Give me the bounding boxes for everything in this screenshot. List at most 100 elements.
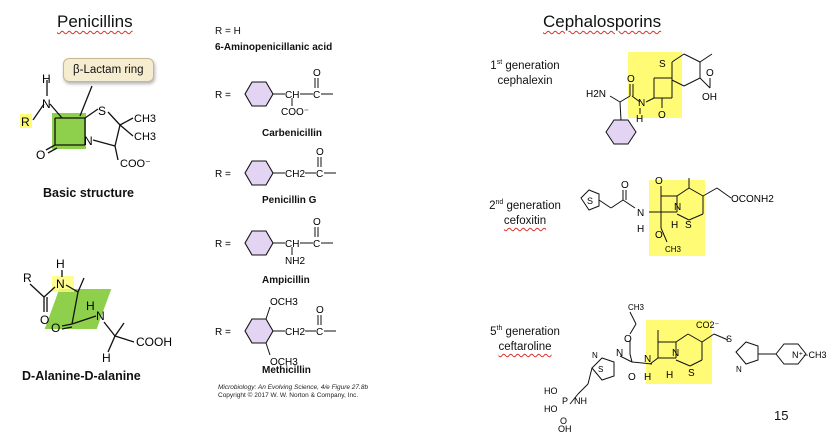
cefoxitin-o1: O [621,180,629,191]
dipeptide-o1: O [40,313,49,327]
cephalexin-oh: OH [702,92,717,103]
ceftaroline-p: P [562,396,568,406]
dipeptide-h3: H [102,351,111,365]
ceftaroline-n5: N [736,365,742,374]
cephalexin-drawing: H2N N H S O O O OH [586,53,717,145]
dipeptide-r: R [23,271,32,285]
penicillin-g-drawing: R = CH2 C O [215,147,336,186]
methicillin-och3-bottom: OCH3 [270,357,298,368]
ceftaroline-nh: NH [574,396,587,406]
dipeptide-h1: H [56,257,65,271]
cefoxitin-o3: O [655,230,663,241]
ceftaroline-n3: N [644,354,651,365]
ceftaroline-o2: O [628,372,636,383]
credit-line-2: Copyright © 2017 W. W. Norton & Company,… [218,392,359,399]
gen1-drug: cephalexin [497,74,553,87]
cefoxitin-n1: N [637,208,644,219]
dipeptide-o2: O [51,321,60,335]
penicillin-g-ch2: CH2 [285,169,305,180]
ceftaroline-h1: H [644,372,651,383]
dipeptide-caption: D-Alanine-D-alanine [22,369,141,383]
ceftaroline-co2: CO2⁻ [696,320,720,330]
beta-lactam-callout: β-Lactam ring [63,58,154,82]
ampicillin-ch: CH [285,239,299,250]
methicillin-structure: R = OCH3 CH2 C OCH3 O [215,293,365,373]
cefoxitin-core-highlight [649,180,705,256]
cefoxitin-n2: N [674,202,681,213]
cephalexin-benzene [605,119,637,145]
penicillin-basic-structure: H N R S N O CH3 CH3 COO⁻ [0,0,200,200]
basic-structure-caption: Basic structure [43,186,135,200]
dipeptide-structure: R H N O O N H H COOH [0,240,200,370]
penicillin-g-name: Penicillin G [262,195,317,206]
cephalexin-h2n: H2N [586,89,606,100]
cefoxitin-ch3: CH3 [665,245,682,254]
ceftaroline-s1: S [598,365,603,374]
ceftaroline-n2: N [592,351,598,360]
ceftaroline-s2: S [688,368,695,379]
page-number: 15 [774,408,789,423]
cephalexin-o2: O [658,110,666,121]
cefoxitin-h1: H [637,224,644,235]
cephalexin-h: H [636,114,643,125]
beta-lactam-ring-highlight [52,113,86,149]
ampicillin-benzene [244,230,274,256]
atom-n: N [42,97,51,111]
carbenicillin-o: O [313,68,321,79]
carbenicillin-name: Carbenicillin [262,128,323,139]
gen2-drug: cefoxitin [503,214,547,227]
cephalexin-o1: O [627,74,635,85]
ceftaroline-ho1: HO [544,386,558,396]
methicillin-c: C [316,327,323,338]
ceftaroline-ho2: HO [544,404,558,414]
gen5-line: 5th generation [490,325,560,338]
r-equals-h: R = H [215,26,241,37]
carbenicillin-ch: CH [285,90,299,101]
penicillin-g-c: C [316,169,323,180]
gen1-label: 1st generation cephalexin [470,55,580,89]
methicillin-r: R = [215,327,231,338]
amide-highlight [52,276,74,292]
coo-group: COO⁻ [120,158,151,170]
cephalexin-n: N [638,98,645,109]
methicillin-ch2: CH2 [285,327,305,338]
methicillin-och3-top: OCH3 [270,297,298,308]
penicillins-title: Penicillins [57,12,133,31]
carbenicillin-benzene [244,81,274,107]
carbenicillin-r: R = [215,90,231,101]
gen2-label: 2nd generation cefoxitin [470,195,580,229]
cefoxitin-s1: S [587,196,593,206]
gen5-drug: ceftaroline [498,340,552,353]
carbenicillin-structure: R = CH C COO⁻ O [215,66,365,146]
ceftaroline-nch3: N⁺−CH3 [792,350,827,360]
cephalexin-structure: H2N N H S O O O OH [580,40,730,160]
ceftaroline-s3: S [726,334,732,344]
ampicillin-name: Ampicillin [262,275,310,286]
cephalexin-o3: O [706,68,714,79]
r-group-highlight [20,114,32,128]
ch3-bottom: CH3 [134,131,156,143]
apa-name: 6-Aminopenicillanic acid [215,42,333,53]
cephalexin-s: S [659,59,666,70]
ampicillin-structure: R = CH C NH2 O [215,215,365,285]
carbenicillin-drawing: R = CH C COO⁻ O [215,68,333,118]
ch3-top: CH3 [134,113,156,125]
carbenicillin-c: C [313,90,320,101]
cefoxitin-h2: H [671,220,678,231]
atom-r: R [21,115,30,129]
cefoxitin-drawing: S O N H O O CH3 N H S OCONH2 [580,176,774,254]
cefoxitin-s2: S [685,220,692,231]
ampicillin-o: O [313,217,321,228]
dipeptide-h2: H [86,299,95,313]
gen5-label: 5th generation ceftaroline [470,321,580,355]
figure-credit: Microbiology: An Evolving Science, 4/e F… [218,384,368,400]
ampicillin-drawing: R = CH C NH2 O [215,217,333,267]
ceftaroline-drawing: CH3 O N S N O N H H CO2⁻ S N S N N⁺−CH3 … [544,303,827,434]
ceftaroline-n1: N [616,348,623,359]
penicillin-g-r: R = [215,169,231,180]
ceftaroline-n4: N [672,348,679,359]
ceftaroline-structure: CH3 O N S N O N H H CO2⁻ S N S N N⁺−CH3 … [540,300,830,435]
dipeptide-n1: N [56,277,65,291]
ceftaroline-core-highlight [646,320,712,384]
dipeptide-cooh: COOH [136,335,172,349]
